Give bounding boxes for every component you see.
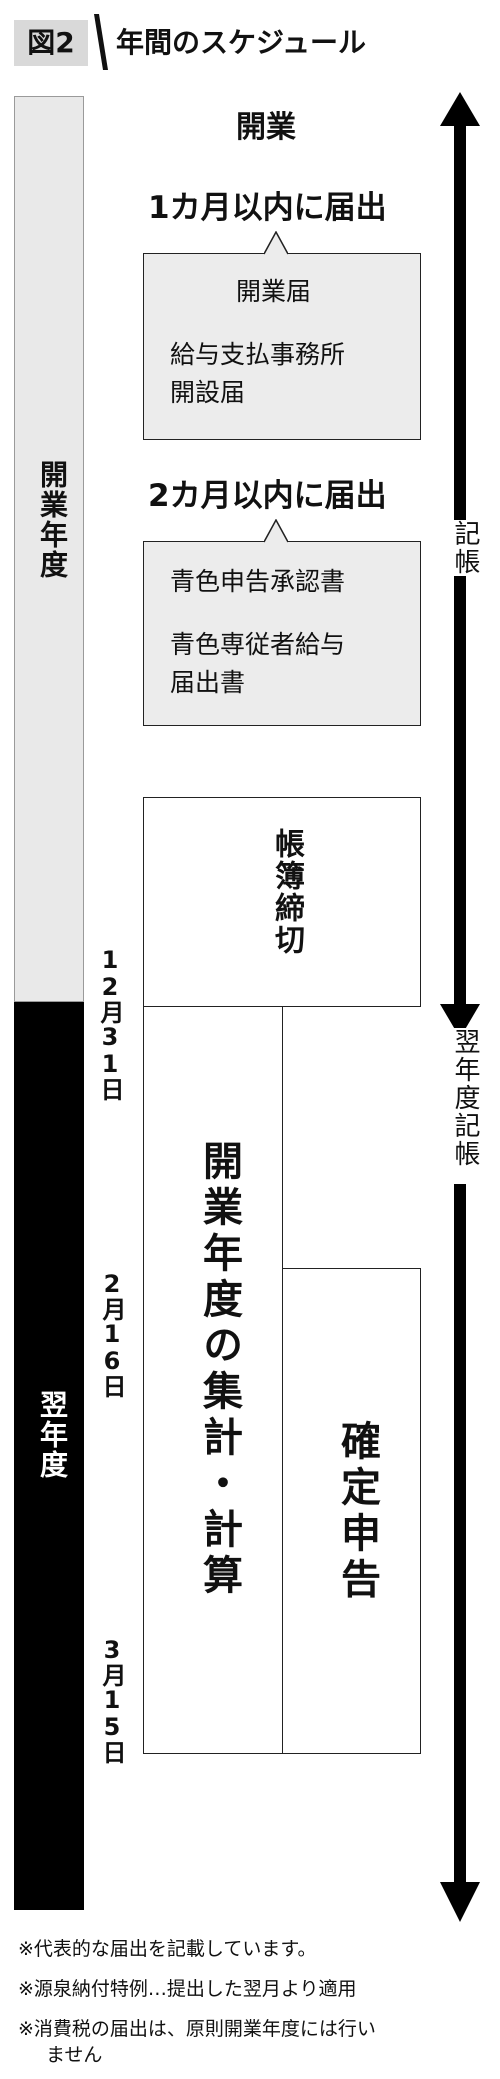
first-year-bar: [14, 96, 84, 1002]
callout-box-2: [143, 541, 421, 726]
first-year-totals-label: 開業年度の集計・計算: [196, 1140, 242, 1600]
figure-label: 図2: [14, 20, 88, 66]
callout1-item: 開設届: [170, 378, 246, 407]
tax-return-label: 確定申告: [334, 1420, 380, 1604]
first-year-label: 開業年度: [36, 460, 69, 580]
date-dec-31: 12月31日: [96, 946, 124, 1100]
callout2-item: 届出書: [170, 668, 246, 697]
next-year-bar: [14, 1002, 84, 1910]
footnote-continued: ません: [46, 2044, 103, 2066]
callout2-item: 青色専従者給与: [170, 630, 346, 659]
books-closing-label: 帳簿締切: [269, 828, 304, 956]
slash-divider-icon: [94, 14, 108, 70]
date-mar-15: 3月15日: [98, 1636, 126, 1763]
timeline-arrows: [440, 92, 480, 1922]
callout2-item: 青色申告承認書: [170, 567, 346, 596]
callout1-item: 開業届: [236, 277, 312, 306]
arrow-shaft: [454, 1184, 466, 1884]
tax-return-box: [282, 1268, 421, 1754]
callout-pointer-icon: [264, 231, 288, 255]
books-closing-box: [143, 797, 421, 1007]
heading-kaigyo: 開業: [236, 110, 296, 145]
date-feb-16: 2月16日: [98, 1270, 126, 1397]
footnote: ※源泉納付特例…提出した翌月より適用: [18, 1978, 357, 2000]
next-year-label: 翌年度: [36, 1390, 69, 1480]
next-year-bookkeeping-label: 翌年度記帳: [447, 1028, 484, 1168]
footnote: ※消費税の届出は、原則開業年度には行い: [18, 2018, 376, 2040]
callout1-item: 給与支払事務所: [170, 340, 346, 369]
heading-within-1-month: 1カ月以内に届出: [148, 190, 387, 226]
arrow-down-icon: [440, 1882, 480, 1922]
footnote: ※代表的な届出を記載しています。: [18, 1938, 317, 1960]
first-year-totals-box: [143, 1006, 283, 1754]
callout-box-1: [143, 253, 421, 440]
arrow-up-icon: [440, 92, 480, 126]
callout-pointer-icon: [264, 519, 288, 543]
figure-title: 年間のスケジュール: [116, 26, 367, 59]
bookkeeping-label: 記帳: [447, 520, 484, 576]
arrow-down-icon: [440, 1004, 480, 1038]
heading-within-2-months: 2カ月以内に届出: [148, 478, 387, 514]
